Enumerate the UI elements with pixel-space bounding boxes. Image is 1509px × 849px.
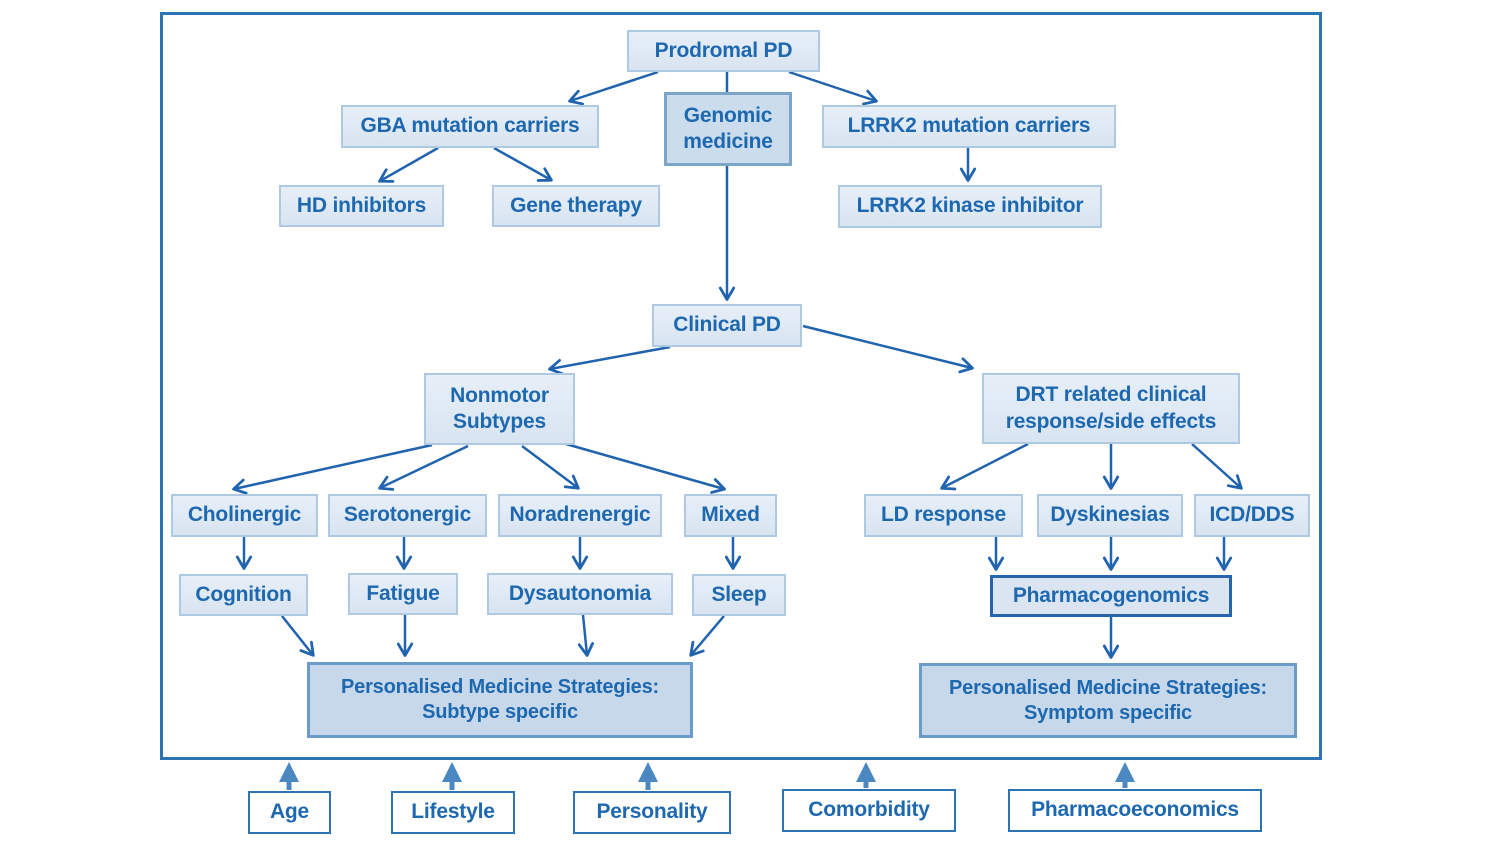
node-pharmacogenomics: Pharmacogenomics <box>990 575 1232 617</box>
node-serotonergic: Serotonergic <box>328 494 487 537</box>
node-lrrk2-kinase: LRRK2 kinase inhibitor <box>838 185 1102 228</box>
node-sleep: Sleep <box>692 574 786 616</box>
node-comorbidity: Comorbidity <box>782 789 956 832</box>
node-age: Age <box>248 791 331 834</box>
node-lrrk2-carriers: LRRK2 mutation carriers <box>822 105 1116 148</box>
node-mixed: Mixed <box>684 494 777 537</box>
node-prodromal-pd: Prodromal PD <box>627 30 820 72</box>
node-personality: Personality <box>573 791 731 834</box>
node-lifestyle: Lifestyle <box>391 791 515 834</box>
node-hd-inhibitors: HD inhibitors <box>279 185 444 227</box>
node-pharmacoeconomics: Pharmacoeconomics <box>1008 789 1262 832</box>
node-gba-carriers: GBA mutation carriers <box>341 105 599 148</box>
node-pms-subtype: Personalised Medicine Strategies: Subtyp… <box>307 662 693 738</box>
node-gene-therapy: Gene therapy <box>492 185 660 227</box>
node-fatigue: Fatigue <box>348 573 458 615</box>
node-nonmotor-subtypes: Nonmotor Subtypes <box>424 373 575 445</box>
node-dyskinesias: Dyskinesias <box>1037 494 1183 537</box>
diagram-frame <box>160 12 1322 760</box>
node-drt-effects: DRT related clinical response/side effec… <box>982 373 1240 444</box>
node-cholinergic: Cholinergic <box>171 494 318 537</box>
node-dysautonomia: Dysautonomia <box>487 573 673 615</box>
node-clinical-pd: Clinical PD <box>652 304 802 347</box>
node-icd-dds: ICD/DDS <box>1194 494 1310 537</box>
node-cognition: Cognition <box>179 574 308 616</box>
node-pms-symptom: Personalised Medicine Strategies: Sympto… <box>919 663 1297 738</box>
node-noradrenergic: Noradrenergic <box>498 494 662 537</box>
node-genomic-medicine: Genomic medicine <box>664 92 792 166</box>
node-ld-response: LD response <box>864 494 1023 537</box>
